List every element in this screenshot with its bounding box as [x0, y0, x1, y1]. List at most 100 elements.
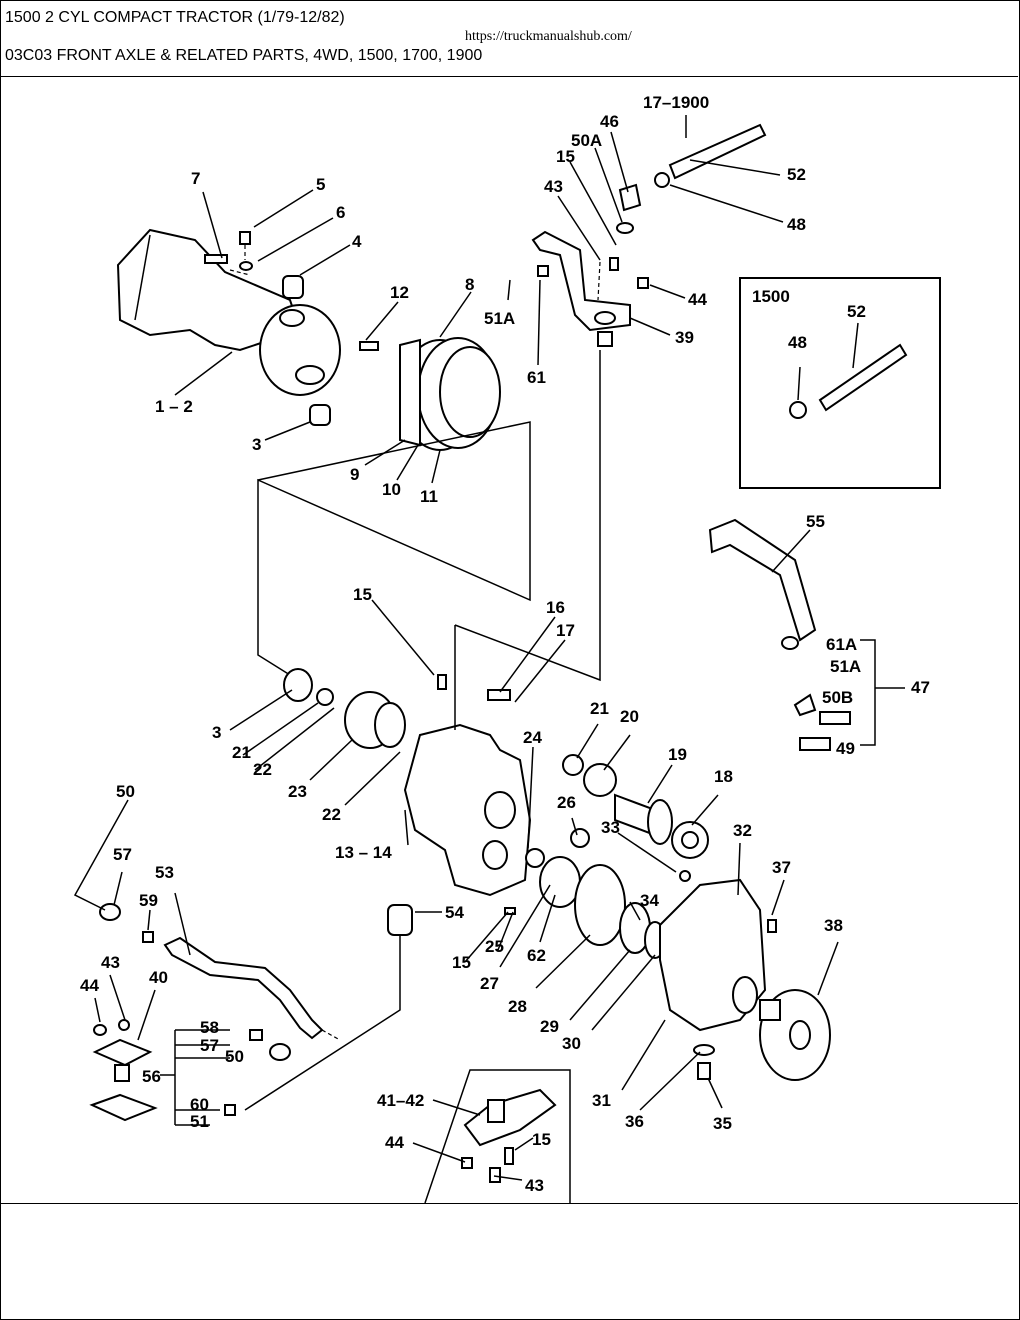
label-33: 33 — [601, 818, 620, 837]
label-29: 29 — [540, 1017, 559, 1036]
label-51A-right: 51A — [830, 657, 861, 676]
label-25: 25 — [485, 937, 504, 956]
label-17-1900: 17–1900 — [643, 93, 709, 112]
label-18: 18 — [714, 767, 733, 786]
steering-arm-39-drawing — [531, 230, 649, 347]
label-12: 12 — [390, 283, 409, 302]
label-23: 23 — [288, 782, 307, 801]
label-57-bracket: 57 — [200, 1036, 219, 1055]
label-7: 7 — [191, 169, 200, 188]
gear-train-drawing — [504, 828, 691, 959]
label-10: 10 — [382, 480, 401, 499]
label-51A-top: 51A — [484, 309, 515, 328]
label-28: 28 — [508, 997, 527, 1016]
label-44-left: 44 — [80, 976, 99, 995]
header: 1500 2 CYL COMPACT TRACTOR (1/79-12/82) … — [0, 0, 1018, 77]
bracket-56-drawing — [160, 905, 401, 1126]
label-44-top: 44 — [688, 290, 707, 309]
label-19: 19 — [668, 745, 687, 764]
label-9: 9 — [350, 465, 359, 484]
label-38: 38 — [824, 916, 843, 935]
seal-rings-drawing — [359, 337, 501, 451]
label-61: 61 — [527, 368, 546, 387]
inset-title: 1500 — [752, 287, 790, 306]
diagram-svg: 1500 — [73, 93, 941, 1204]
label-60: 60 — [190, 1095, 209, 1114]
final-drive-housing-drawing — [659, 878, 777, 1032]
label-5: 5 — [316, 175, 325, 194]
axle-housing-drawing — [116, 228, 341, 426]
label-58: 58 — [200, 1018, 219, 1037]
label-31: 31 — [592, 1091, 611, 1110]
inset-1500-box: 1500 — [739, 277, 941, 489]
leader-lines — [73, 115, 859, 1181]
label-46: 46 — [600, 112, 619, 131]
spindle-support-box — [424, 1069, 571, 1204]
label-52-inset: 52 — [847, 302, 866, 321]
label-35: 35 — [713, 1114, 732, 1133]
model-title: 1500 2 CYL COMPACT TRACTOR (1/79-12/82) — [5, 9, 345, 26]
label-15-lower: 15 — [452, 953, 471, 972]
label-11: 11 — [420, 487, 438, 506]
label-47: 47 — [911, 678, 930, 697]
label-21-right: 21 — [590, 699, 609, 718]
tie-rod-53-drawing — [99, 903, 341, 1041]
label-62: 62 — [527, 946, 546, 965]
label-15-mid: 15 — [353, 585, 372, 604]
label-53: 53 — [155, 863, 174, 882]
label-22-left: 22 — [253, 760, 272, 779]
label-49: 49 — [836, 739, 855, 758]
kingpin-plate-40-drawing — [89, 1019, 158, 1122]
knuckle-housing-drawing — [403, 350, 601, 897]
bolt-16 — [487, 689, 511, 701]
label-3-top: 3 — [252, 435, 261, 454]
label-44-box: 44 — [385, 1133, 404, 1152]
label-26: 26 — [557, 793, 576, 812]
label-52-top: 52 — [787, 165, 806, 184]
label-61A: 61A — [826, 635, 857, 654]
source-url[interactable]: https://truckmanualshub.com/ — [465, 29, 632, 44]
label-22-right: 22 — [322, 805, 341, 824]
label-37: 37 — [772, 858, 791, 877]
label-43-left: 43 — [101, 953, 120, 972]
pinion-bearings-drawing — [562, 754, 709, 859]
steering-arm-55-drawing — [708, 518, 905, 751]
connector-lines-left — [257, 421, 531, 676]
label-43-top: 43 — [544, 177, 563, 196]
label-13-14: 13 – 14 — [335, 843, 392, 862]
label-56: 56 — [142, 1067, 161, 1086]
label-15-box: 15 — [532, 1130, 551, 1149]
label-15-top: 15 — [556, 147, 575, 166]
label-27: 27 — [480, 974, 499, 993]
washer-36 — [693, 1044, 715, 1056]
bearing-54 — [387, 904, 413, 936]
footer-divider — [0, 1203, 1018, 1204]
label-16: 16 — [546, 598, 565, 617]
label-39: 39 — [675, 328, 694, 347]
label-50-bracket: 50 — [225, 1047, 244, 1066]
bolt-35 — [697, 1062, 711, 1080]
label-24: 24 — [523, 728, 542, 747]
label-34: 34 — [640, 891, 659, 910]
label-55: 55 — [806, 512, 825, 531]
flange-38-drawing — [759, 989, 831, 1081]
label-21-left: 21 — [232, 743, 251, 762]
label-1-2: 1 – 2 — [155, 397, 193, 416]
label-40: 40 — [149, 968, 168, 987]
label-50A: 50A — [571, 131, 602, 150]
tie-rod-1900-drawing — [616, 123, 767, 234]
label-30: 30 — [562, 1034, 581, 1053]
label-48-inset: 48 — [788, 333, 807, 352]
label-20: 20 — [620, 707, 639, 726]
label-50B: 50B — [822, 688, 853, 707]
section-title: 03C03 FRONT AXLE & RELATED PARTS, 4WD, 1… — [5, 47, 483, 64]
label-4: 4 — [352, 232, 362, 251]
label-32: 32 — [733, 821, 752, 840]
label-6: 6 — [336, 203, 345, 222]
label-54: 54 — [445, 903, 464, 922]
label-57-left: 57 — [113, 845, 132, 864]
fasteners-5-6-7 — [204, 231, 253, 276]
label-3-mid: 3 — [212, 723, 221, 742]
label-8: 8 — [465, 275, 474, 294]
label-43-box: 43 — [525, 1176, 544, 1195]
